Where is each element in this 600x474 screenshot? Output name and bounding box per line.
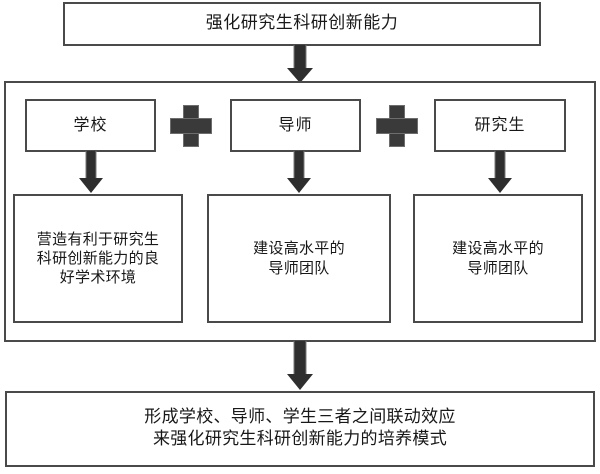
arrow-shaft [293,45,307,71]
goal-box-label: 强化研究生科研创新能力 [205,13,399,34]
arrow-shaft [293,341,307,378]
actor-box-supervisor: 导师 [230,99,361,152]
arrow-head [287,178,311,193]
outcome-box: 形成学校、导师、学生三者之间联动效应 来强化研究生科研创新能力的培养模式 [5,391,595,467]
arrow-shaft [494,151,506,181]
actor-box-school: 学校 [25,99,156,152]
arrow-graduate-student-to-measure [488,151,512,195]
arrow-group-to-outcome [287,341,313,392]
arrow-head [488,178,512,193]
actor-box-graduate-student: 研究生 [434,99,566,152]
actor-box-supervisor-label: 导师 [278,115,313,135]
arrow-supervisor-to-measure [287,151,311,195]
measure-box-student-team-label: 建设高水平的 导师团队 [452,239,544,277]
plus-icon [170,105,212,147]
arrow-school-to-measure [79,151,103,195]
arrow-head [287,68,313,83]
plus-icon [376,105,418,147]
measure-box-student-team: 建设高水平的 导师团队 [413,194,583,323]
measure-box-academic-environment-label: 营造有利于研究生 科研创新能力的良 好学术环境 [36,229,160,287]
measure-box-supervisor-team-label: 建设高水平的 导师团队 [253,239,345,277]
measure-box-academic-environment: 营造有利于研究生 科研创新能力的良 好学术环境 [13,194,183,323]
arrow-head [79,178,103,193]
actor-box-graduate-student-label: 研究生 [474,115,526,135]
arrow-head [287,374,313,390]
arrow-shaft [293,151,305,181]
arrow-shaft [85,151,97,181]
goal-box: 强化研究生科研创新能力 [63,2,541,46]
outcome-box-label: 形成学校、导师、学生三者之间联动效应 来强化研究生科研创新能力的培养模式 [144,407,456,449]
actor-box-school-label: 学校 [73,115,108,135]
measure-box-supervisor-team: 建设高水平的 导师团队 [207,194,391,323]
arrow-goal-to-group [287,45,313,83]
